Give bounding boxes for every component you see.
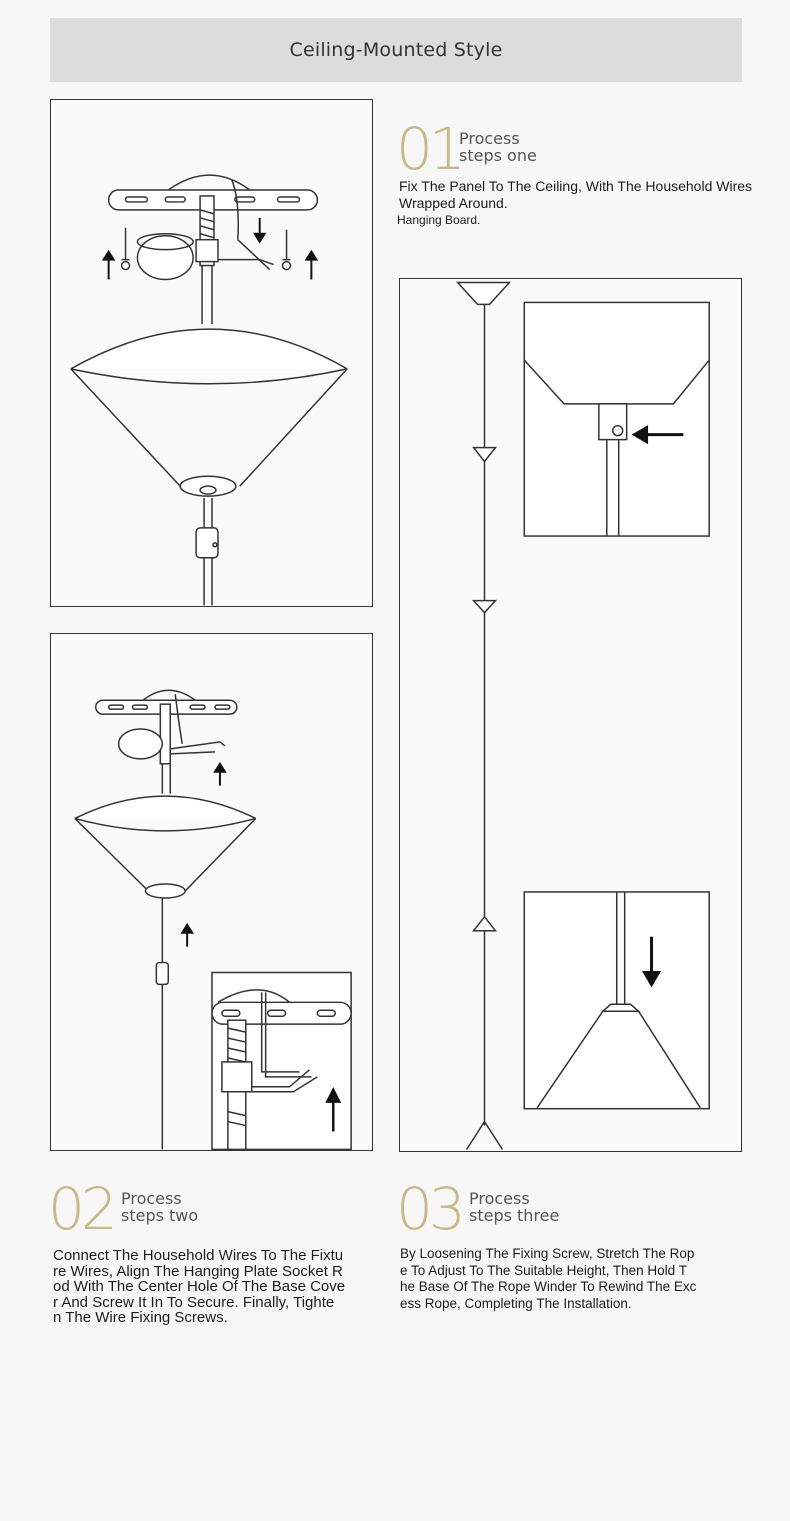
step-one-description: Fix The Panel To The Ceiling, With The H… <box>399 178 753 211</box>
step-one-label-line2: steps one <box>459 146 537 165</box>
step-three-label: Process steps three <box>469 1190 559 1224</box>
step-two-label-line2: steps two <box>121 1206 199 1225</box>
step-one-illustration <box>70 174 348 606</box>
step-three-heading: 03 Process steps three <box>396 1180 596 1240</box>
diagram-step-two <box>50 633 373 1151</box>
step-three-line: he Base Of The Rope Winder To Rewind The… <box>400 1279 697 1294</box>
step-two-line: re Wires, Align The Hanging Plate Socket… <box>53 1262 343 1280</box>
step-three-number: 03 <box>396 1175 466 1243</box>
step-three-label-line2: steps three <box>469 1206 560 1225</box>
step-one-label-line1: Process <box>459 129 520 148</box>
step-two-line: n The Wire Fixing Screws. <box>53 1309 228 1326</box>
step-two-description: Connect The Household Wires To The Fixtu… <box>53 1248 345 1326</box>
step-two-line: r And Screw It In To Secure. Finally, Ti… <box>53 1293 335 1311</box>
step-three-description: By Loosening The Fixing Screw, Stretch T… <box>400 1246 696 1312</box>
step-two-label-line1: Process <box>121 1189 182 1208</box>
step-two-illustration <box>74 689 352 1150</box>
step-two-label: Process steps two <box>121 1190 198 1224</box>
step-one-number: 01 <box>396 115 466 183</box>
step-two-heading: 02 Process steps two <box>48 1180 248 1240</box>
wiring-detail-inset <box>211 971 352 1150</box>
step-three-illustration <box>455 281 710 1150</box>
page-title: Ceiling-Mounted Style <box>289 39 503 61</box>
step-two-line: od With The Center Hole Of The Base Cove <box>53 1278 346 1295</box>
step-one-label: Process steps one <box>459 130 537 164</box>
step-three-line: e To Adjust To The Suitable Height, Then… <box>400 1262 687 1278</box>
diagram-step-three <box>399 278 742 1152</box>
step-one-heading: 01 Process steps one <box>396 120 596 180</box>
step-three-line: ess Rope, Completing The Installation. <box>400 1295 632 1311</box>
step-three-label-line1: Process <box>469 1189 530 1208</box>
page-title-bar: Ceiling-Mounted Style <box>50 18 742 82</box>
step-two-number: 02 <box>48 1175 118 1243</box>
step-one-note: Hanging Board. <box>397 213 481 227</box>
diagram-step-one <box>50 99 373 607</box>
step-two-line: Connect The Household Wires To The Fixtu <box>53 1247 344 1264</box>
step-three-line: By Loosening The Fixing Screw, Stretch T… <box>400 1246 695 1261</box>
